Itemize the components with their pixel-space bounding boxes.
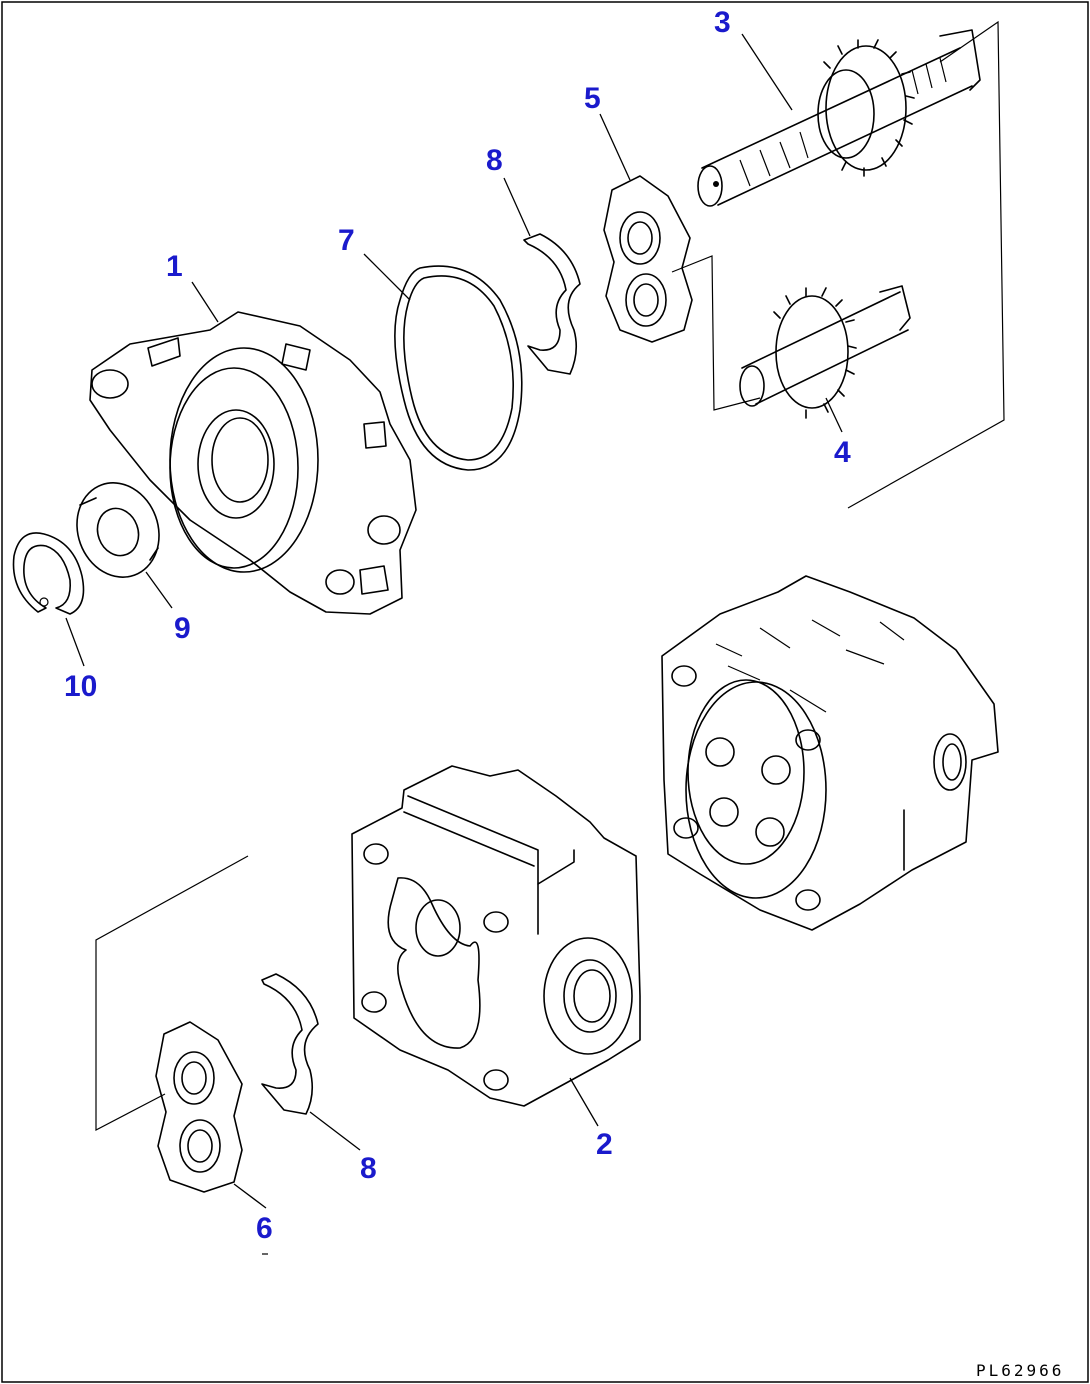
part-2-gear-case (351, 765, 641, 1107)
leader-8-upper (503, 177, 531, 237)
leader-2 (569, 1077, 599, 1127)
leader-1 (191, 281, 219, 323)
leader-7 (363, 253, 411, 301)
pump-rear-housing (661, 575, 999, 931)
part-1-flange-cover (89, 311, 417, 615)
part-10-snap-ring (12, 532, 85, 615)
part-8-seal-upper (523, 233, 581, 375)
leader-8-lower (309, 1111, 361, 1151)
leader-10 (65, 617, 85, 667)
part-9-oil-seal (76, 482, 160, 578)
leader-5 (599, 113, 631, 181)
callout-9: 9 (174, 612, 191, 645)
group-bracket-lower (95, 855, 249, 1131)
part-4-driven-gear (739, 285, 911, 419)
callout-10: 10 (64, 670, 97, 703)
leader-9 (145, 571, 173, 609)
group-bracket-upper (847, 20, 1005, 509)
callout-7: 7 (338, 224, 355, 257)
leader-3 (741, 33, 793, 111)
callout-6: 6 (256, 1212, 273, 1245)
part-5-bushing-plate (603, 175, 693, 343)
callout-4: 4 (834, 436, 851, 469)
leader-6 (233, 1183, 267, 1209)
callout-1: 1 (166, 250, 183, 283)
part-6-bushing-plate (155, 1021, 243, 1193)
part-7-o-ring (394, 265, 523, 471)
callout-8-lower: 8 (360, 1152, 377, 1185)
drawing-code: PL62966 (976, 1361, 1064, 1380)
part-8-seal-lower (261, 973, 319, 1115)
leader-4 (825, 397, 843, 433)
group-bracket-gear (671, 255, 761, 411)
part-3-drive-shaft (697, 29, 981, 207)
callout-3: 3 (714, 6, 731, 39)
callout-5: 5 (584, 82, 601, 115)
callout-2: 2 (596, 1128, 613, 1161)
callout-8-upper: 8 (486, 144, 503, 177)
